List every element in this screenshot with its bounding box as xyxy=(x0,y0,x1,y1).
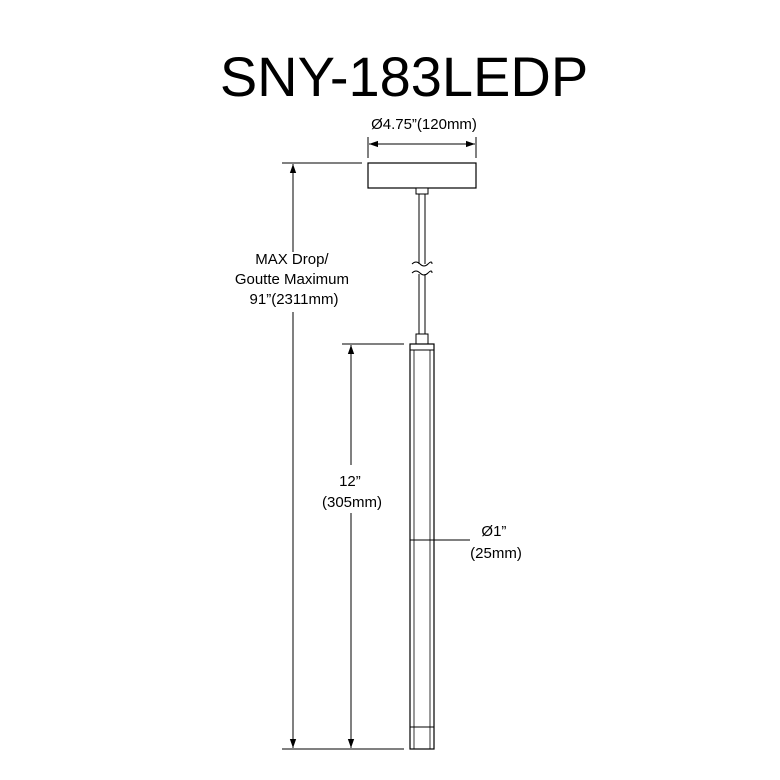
tube-length-label-line2: (305mm) xyxy=(322,494,382,511)
suspension-cord xyxy=(418,194,426,334)
tube-length-label-line1: 12” xyxy=(339,473,361,490)
canopy-diameter-dimension: Ø4.75”(120mm) xyxy=(367,116,477,158)
svg-text:12” (305mm): 12” (305mm) xyxy=(322,473,382,511)
canopy-diameter-label: Ø4.75”(120mm) xyxy=(371,116,477,133)
svg-text:MAX Drop/ Goutte Maximum: MAX Drop/ Goutte Maximum 91”(2311mm) xyxy=(235,251,353,308)
tube-diameter-dimension: Ø1” (25mm) xyxy=(410,523,522,562)
canopy xyxy=(367,162,477,189)
max-drop-label-line2: Goutte Maximum xyxy=(235,271,349,288)
model-title: SNY-183LEDP xyxy=(220,45,588,108)
max-drop-dimension: MAX Drop/ Goutte Maximum 91”(2311mm) xyxy=(220,162,368,748)
break-symbol xyxy=(411,261,433,276)
tube-diameter-label-line2: (25mm) xyxy=(470,545,522,562)
tube-diameter-label-line1: Ø1” xyxy=(481,523,506,540)
svg-text:Ø1” (25mm): Ø1” (25mm) xyxy=(470,523,522,562)
max-drop-label-line1: MAX Drop/ xyxy=(255,251,329,268)
canopy-fitting xyxy=(415,187,429,195)
tube-body xyxy=(409,343,435,750)
tube-connector xyxy=(415,333,429,345)
max-drop-label-line3: 91”(2311mm) xyxy=(250,291,339,308)
tube-length-dimension: 12” (305mm) xyxy=(318,343,404,748)
